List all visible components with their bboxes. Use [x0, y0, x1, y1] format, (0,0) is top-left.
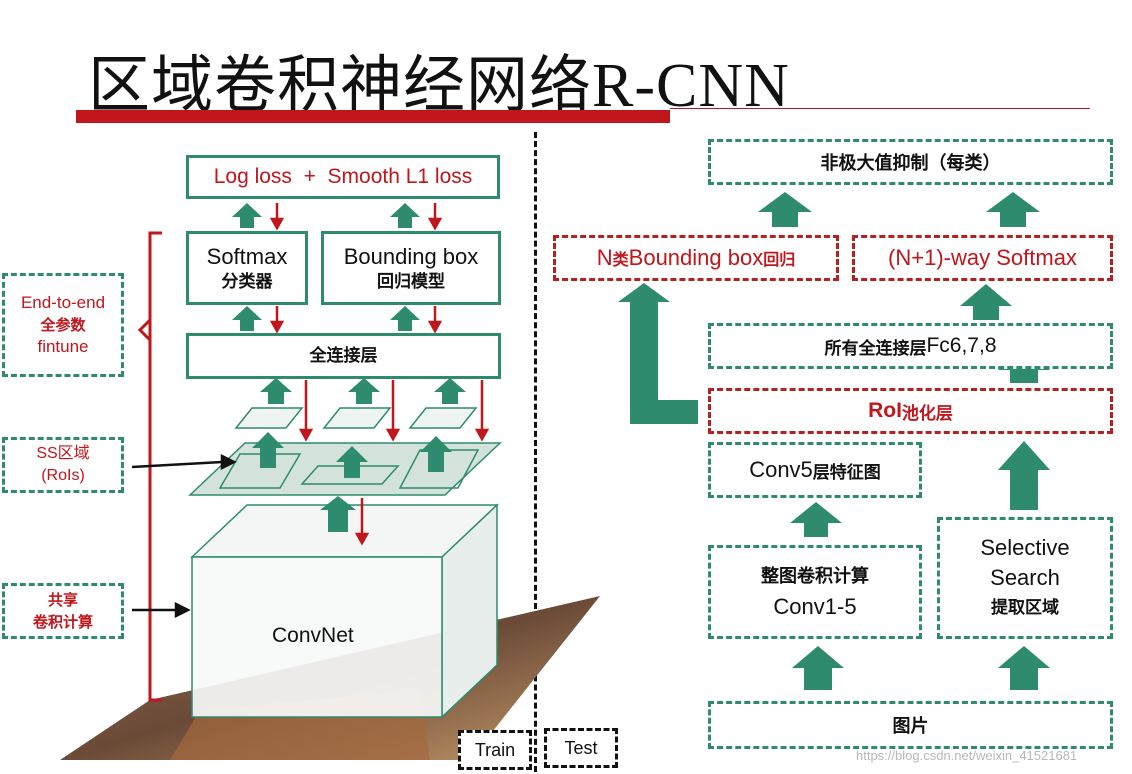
roi-en: RoI	[868, 399, 902, 422]
loss-box: Log loss + Smooth L1 loss	[186, 155, 500, 199]
convnet-front-face	[191, 556, 443, 718]
nms-label: 非极大值抑制（每类）	[820, 153, 1001, 174]
shared-conv-line1: 共享	[47, 591, 78, 609]
end-to-end-line2: 全参数	[40, 316, 86, 334]
convnet-label: ConvNet	[272, 624, 354, 647]
arrow-up-fc-to-softmax	[232, 306, 262, 331]
arrow-up-conv15-to-conv5	[790, 502, 842, 537]
roi-rect-1	[218, 453, 302, 489]
train-test-divider	[534, 132, 537, 772]
bbox-reg-suffix: 回归	[763, 250, 796, 269]
loss-label: Log loss + Smooth L1 loss	[213, 165, 473, 188]
test-tag-label: Test	[564, 737, 598, 758]
conv1-5-en: Conv1-5	[773, 594, 857, 619]
shared-conv-note: 共享 卷积计算	[2, 583, 124, 639]
arrow-up-fc-to-softmax-test	[960, 284, 1012, 320]
arrow-l-roi-to-bbox	[618, 283, 698, 424]
arrow-up-softmax-to-nms	[986, 192, 1040, 227]
bbox-reg-prefix: N	[596, 245, 613, 270]
arrow-up-roi-2	[336, 446, 368, 478]
bbox-cn-label: 回归模型	[377, 272, 445, 292]
bbox-reg-cn: 类	[612, 250, 629, 269]
conv5-en: Conv5	[749, 457, 813, 482]
ss-region-note: SS区域 (RoIs)	[2, 437, 124, 493]
bbox-reg-mid: Bounding box	[628, 245, 764, 270]
conv5-box: Conv5 层特征图	[708, 442, 922, 498]
bbox-regressor-box: Bounding box 回归模型	[321, 231, 501, 305]
pooled-roi-3	[408, 407, 478, 429]
arrow-up-fc-to-bbox	[390, 306, 420, 331]
fc-test-cn: 所有全连接层	[824, 338, 927, 359]
end-to-end-line3: fintune	[37, 337, 89, 356]
roi-rect-2	[300, 465, 400, 485]
train-tag: Train	[458, 730, 532, 770]
nms-box: 非极大值抑制（每类）	[708, 139, 1113, 185]
arrow-up-softmax-to-loss	[232, 203, 262, 228]
arrow-up-image-to-ss	[998, 646, 1050, 690]
softmax-cn-label: 分类器	[221, 272, 273, 292]
arrow-up-ss-to-roi	[998, 441, 1050, 510]
roi-cn: 池化层	[901, 403, 953, 424]
softmax-test-box: (N+1)-way Softmax	[852, 235, 1113, 281]
bbox-label: Bounding box	[343, 244, 479, 269]
pooled-roi-1	[234, 407, 304, 429]
selective-search-box: Selective Search 提取区域	[937, 517, 1113, 639]
watermark: https://blog.csdn.net/weixin_41521681	[856, 748, 1078, 763]
selective-line3: 提取区域	[991, 598, 1059, 618]
arrow-up-roi-1	[252, 432, 284, 468]
arrow-up-pool-1	[260, 378, 292, 404]
softmax-test-label: (N+1)-way Softmax	[888, 245, 1077, 270]
arrow-up-image-to-conv15	[792, 646, 844, 690]
end-to-end-note: End-to-end 全参数 fintune	[2, 273, 124, 377]
pooled-roi-2	[322, 407, 392, 429]
title-underline-red	[76, 110, 670, 123]
arrow-up-convnet-to-feat	[320, 496, 356, 532]
arrow-up-bbox-to-nms	[758, 192, 812, 227]
fc-label: 全连接层	[309, 346, 378, 366]
bbox-regression-box: N 类 Bounding box 回归	[553, 235, 839, 281]
softmax-label: Softmax	[206, 244, 288, 269]
shared-conv-line2: 卷积计算	[32, 613, 93, 631]
train-tag-label: Train	[474, 739, 516, 760]
ss-region-line2: (RoIs)	[41, 467, 85, 484]
test-tag: Test	[544, 728, 618, 768]
ss-region-line1: SS区域	[36, 445, 90, 462]
selective-line2: Search	[990, 565, 1060, 590]
conv5-cn: 层特征图	[812, 462, 881, 483]
softmax-classifier-box: Softmax 分类器	[186, 231, 308, 305]
arrow-up-pool-2	[348, 378, 380, 404]
selective-line1: Selective	[980, 535, 1070, 560]
arrow-up-bbox-to-loss	[390, 203, 420, 228]
end-to-end-line1: End-to-end	[20, 293, 106, 312]
arrow-up-roi-3	[420, 436, 452, 472]
title-underline-thin	[670, 108, 1090, 109]
arrow-up-pool-3	[434, 378, 466, 404]
roi-pooling-box: RoI 池化层	[708, 388, 1113, 434]
conv1-5-cn: 整图卷积计算	[761, 566, 869, 587]
roi-rect-3	[398, 449, 480, 489]
fc-layers-box: 全连接层	[186, 333, 501, 379]
fc-test-en: Fc6,7,8	[926, 334, 997, 357]
conv1-5-box: 整图卷积计算 Conv1-5	[708, 545, 922, 639]
fc-test-box: 所有全连接层 Fc6,7,8	[708, 323, 1113, 369]
image-box: 图片	[708, 701, 1113, 749]
image-label: 图片	[892, 716, 929, 737]
